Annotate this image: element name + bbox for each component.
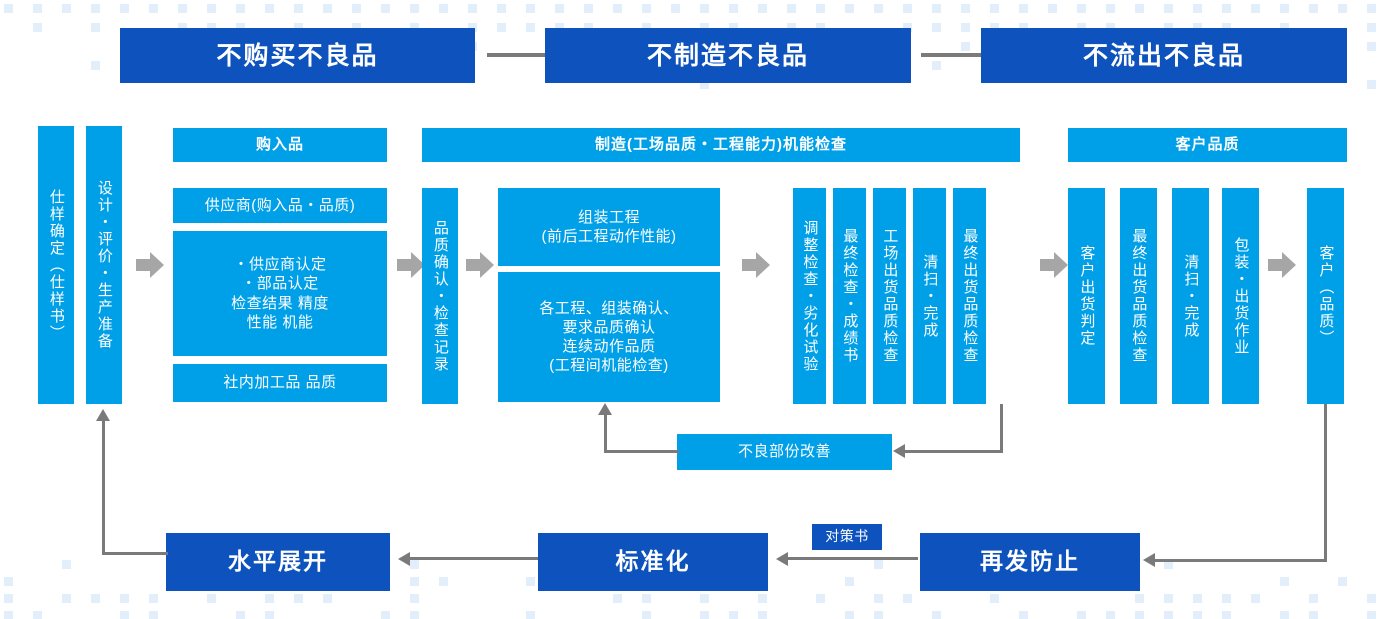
vbox-label: 包装・出货作业	[1233, 237, 1249, 356]
arrow-recurrence-to-standardization	[776, 552, 916, 567]
customer-loop-line-vertical	[1324, 404, 1327, 562]
feedback-arrowhead-left	[893, 444, 905, 458]
block-arrow-design-to-purchase	[136, 252, 164, 278]
box-label: 标准化	[616, 547, 691, 576]
vbox-label: 客户（品质）	[1318, 245, 1334, 347]
vbox-quality-confirm-inspection-record[interactable]: 品质确认・检查记录	[422, 188, 458, 404]
left-loop-line-vertical	[102, 420, 105, 555]
title-box-no-purchase-defects[interactable]: 不购买不良品	[120, 28, 475, 83]
block-arrow-assembly-to-inspections	[742, 252, 770, 278]
customer-loop-arrowhead	[1143, 553, 1155, 567]
box-label: 不良部份改善	[738, 442, 831, 461]
left-loop-arrowhead	[96, 409, 110, 421]
feedback-line-horizontal-right	[905, 450, 1003, 453]
block-arrow-purchase-to-quality-record	[397, 252, 425, 278]
vbox-label: 最终出货品质检查	[1131, 228, 1147, 364]
detail-line: ・部品认定	[241, 274, 319, 293]
vbox-customer-quality[interactable]: 客户（品质）	[1307, 188, 1344, 404]
vbox-cleaning-completion[interactable]: 清扫・完成	[913, 188, 946, 404]
box-recurrence-prevention[interactable]: 再发防止	[920, 533, 1140, 591]
panel-assembly-process[interactable]: 组装工程 (前后工程动作性能)	[498, 188, 720, 266]
tag-label: 对策书	[825, 528, 869, 546]
vbox-label: 仕样确定（仕样书）	[48, 189, 64, 342]
bar-supplier-purchase-quality[interactable]: 供应商(购入品・品质)	[173, 188, 387, 223]
vbox-label: 设计・评价・生产准备	[96, 180, 112, 350]
box-label: 再发防止	[980, 547, 1080, 576]
customer-loop-line-horizontal	[1155, 559, 1327, 562]
box-horizontal-deployment[interactable]: 水平展开	[166, 533, 390, 591]
vbox-customer-final-shipment-quality-inspection[interactable]: 最终出货品质检查	[1120, 188, 1157, 404]
block-arrow-quality-record-to-assembly	[466, 252, 494, 278]
feedback-line-horizontal-left	[604, 450, 679, 453]
group-header-label: 制造(工场品质・工程能力)机能检查	[595, 135, 847, 154]
vbox-label: 客户出货判定	[1079, 245, 1095, 347]
vbox-packaging-shipment-operation[interactable]: 包装・出货作业	[1222, 188, 1259, 404]
vbox-label: 品质确认・检查记录	[432, 220, 448, 373]
box-defect-improvement[interactable]: 不良部份改善	[677, 434, 892, 470]
feedback-line-vertical-right	[1000, 404, 1003, 451]
vbox-label: 工场出货品质检查	[882, 228, 898, 364]
assembly-line: 要求品质确认	[562, 318, 655, 337]
left-loop-line-horizontal	[102, 552, 168, 555]
group-header-label: 购入品	[256, 135, 304, 154]
block-arrow-manufacturing-to-customer	[1040, 252, 1068, 278]
box-label: 水平展开	[228, 547, 328, 576]
arrow-standardization-to-deploy	[398, 552, 538, 567]
bar-label: 社内加工品 品质	[223, 373, 336, 392]
assembly-line: (前后工程动作性能)	[542, 227, 677, 246]
title-box-no-make-defects[interactable]: 不制造不良品	[545, 28, 911, 83]
vbox-final-shipment-quality-inspection[interactable]: 最终出货品质检查	[953, 188, 986, 404]
box-standardization[interactable]: 标准化	[538, 533, 768, 591]
feedback-arrowhead-up	[598, 403, 612, 415]
vbox-spec-confirmation[interactable]: 仕样确定（仕样书）	[38, 126, 74, 404]
bar-label: 供应商(购入品・品质)	[205, 196, 356, 215]
group-header-customer-quality[interactable]: 客户品质	[1068, 128, 1347, 162]
panel-supplier-certification-details[interactable]: ・供应商认定 ・部品认定 检查结果 精度 性能 机能	[173, 231, 387, 356]
group-header-purchased-parts[interactable]: 购入品	[173, 128, 387, 162]
vbox-label: 最终出货品质检查	[962, 228, 978, 364]
vbox-label: 调整检查・劣化试验	[802, 220, 818, 373]
title-label: 不制造不良品	[647, 40, 809, 72]
title-label: 不流出不良品	[1083, 40, 1245, 72]
tag-countermeasure-document[interactable]: 对策书	[812, 524, 882, 550]
title-label: 不购买不良品	[216, 40, 378, 72]
vbox-final-inspection-report[interactable]: 最终检查・成绩书	[833, 188, 866, 404]
vbox-adjustment-inspection-degradation-test[interactable]: 调整检查・劣化试验	[793, 188, 826, 404]
panel-assembly-quality-details[interactable]: 各工程、组装确认、 要求品质确认 连续动作品质 (工程间机能检查)	[498, 272, 720, 402]
assembly-line: 连续动作品质	[562, 337, 655, 356]
detail-line: 性能 机能	[247, 313, 314, 332]
bar-internal-processed-parts-quality[interactable]: 社内加工品 品质	[173, 364, 387, 402]
vbox-design-evaluation-production-prep[interactable]: 设计・评价・生产准备	[86, 126, 122, 404]
detail-line: 检查结果 精度	[231, 294, 329, 313]
vbox-label: 清扫・完成	[1183, 254, 1199, 339]
feedback-line-vertical-left	[604, 414, 607, 453]
vbox-factory-shipment-quality-inspection[interactable]: 工场出货品质检查	[873, 188, 906, 404]
assembly-line: (工程间机能检查)	[549, 356, 669, 375]
assembly-line: 各工程、组装确认、	[539, 299, 679, 318]
vbox-customer-cleaning-completion[interactable]: 清扫・完成	[1172, 188, 1209, 404]
block-arrow-shipment-to-customer	[1268, 252, 1296, 278]
vbox-label: 清扫・完成	[922, 254, 938, 339]
group-header-manufacturing[interactable]: 制造(工场品质・工程能力)机能检查	[422, 128, 1020, 162]
vbox-customer-shipment-judgement[interactable]: 客户出货判定	[1068, 188, 1105, 404]
vbox-label: 最终检查・成绩书	[842, 228, 858, 364]
group-header-label: 客户品质	[1175, 135, 1239, 154]
title-box-no-outflow-defects[interactable]: 不流出不良品	[981, 28, 1347, 83]
detail-line: ・供应商认定	[233, 255, 326, 274]
assembly-line: 组装工程	[578, 208, 640, 227]
